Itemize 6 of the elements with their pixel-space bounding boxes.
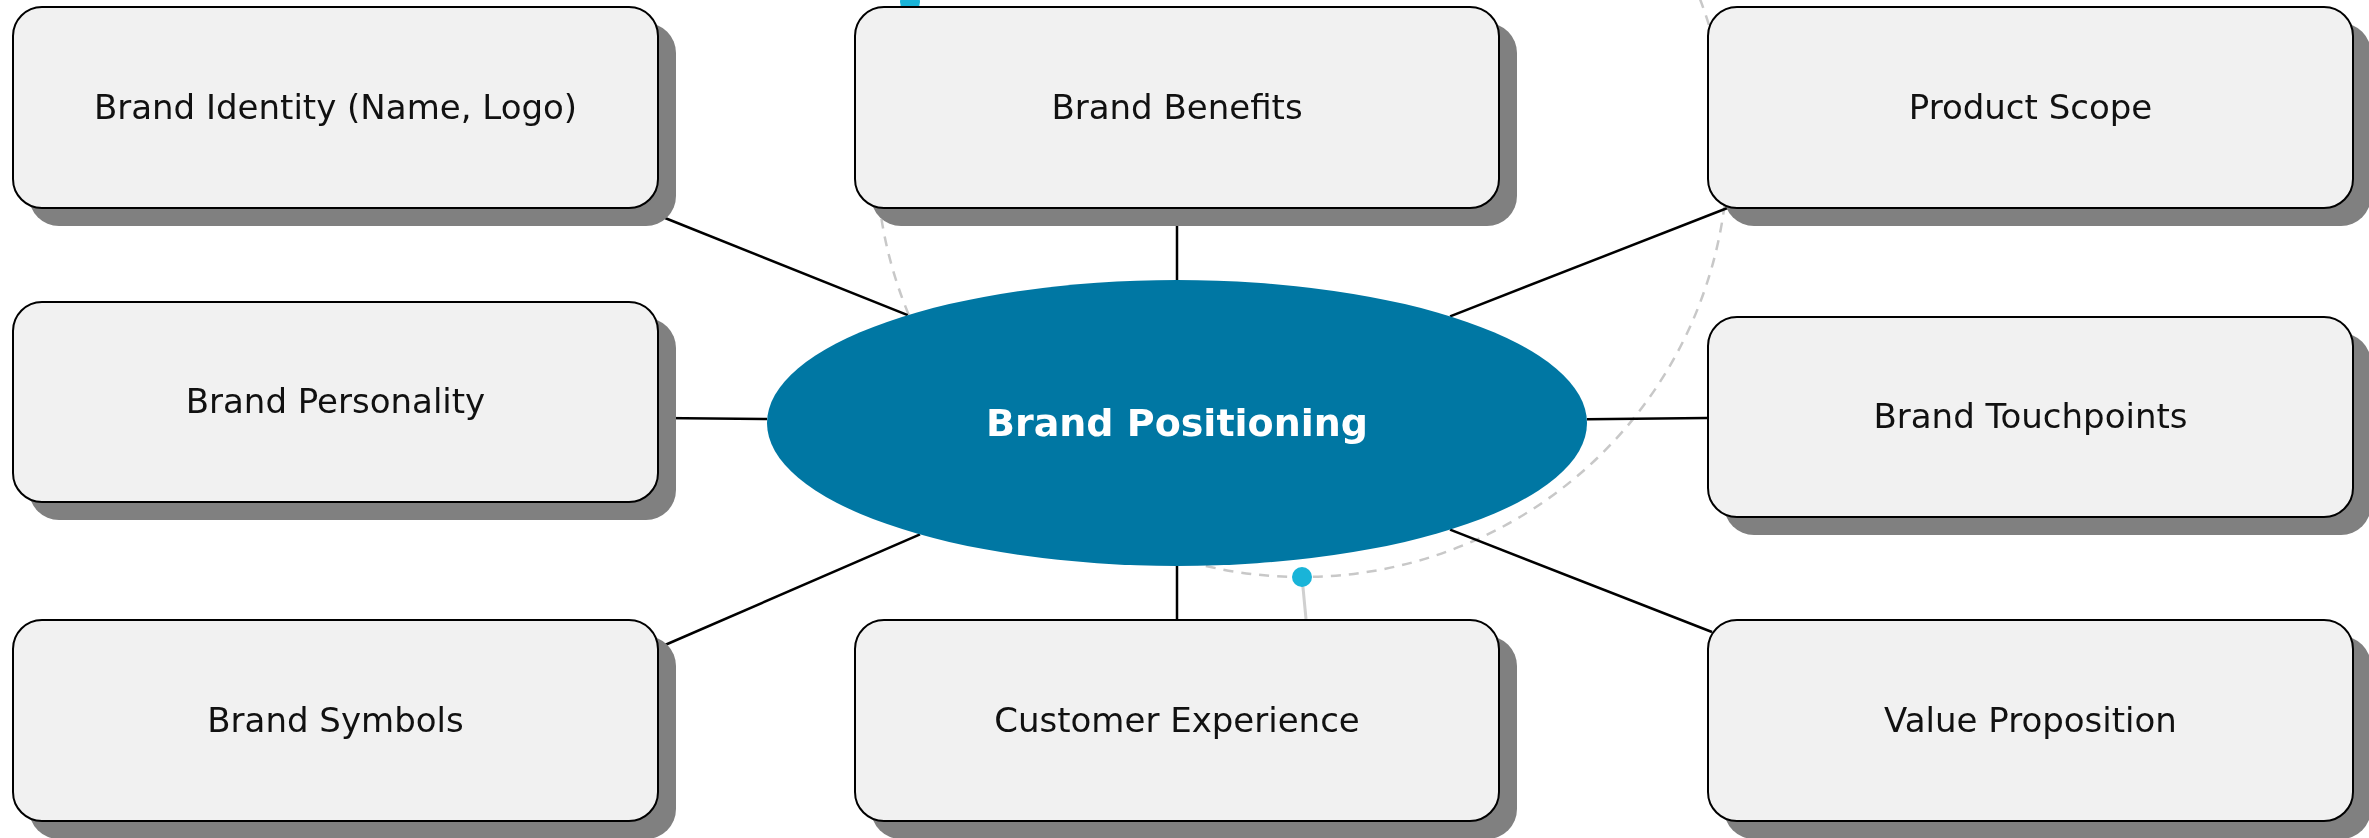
connector-line (1449, 528, 1713, 634)
connector-line (664, 216, 909, 317)
connector-line (1175, 566, 1179, 619)
central-ellipse: Brand Positioning (767, 280, 1587, 566)
connector-line (664, 533, 921, 647)
connector-line (1586, 416, 1707, 421)
